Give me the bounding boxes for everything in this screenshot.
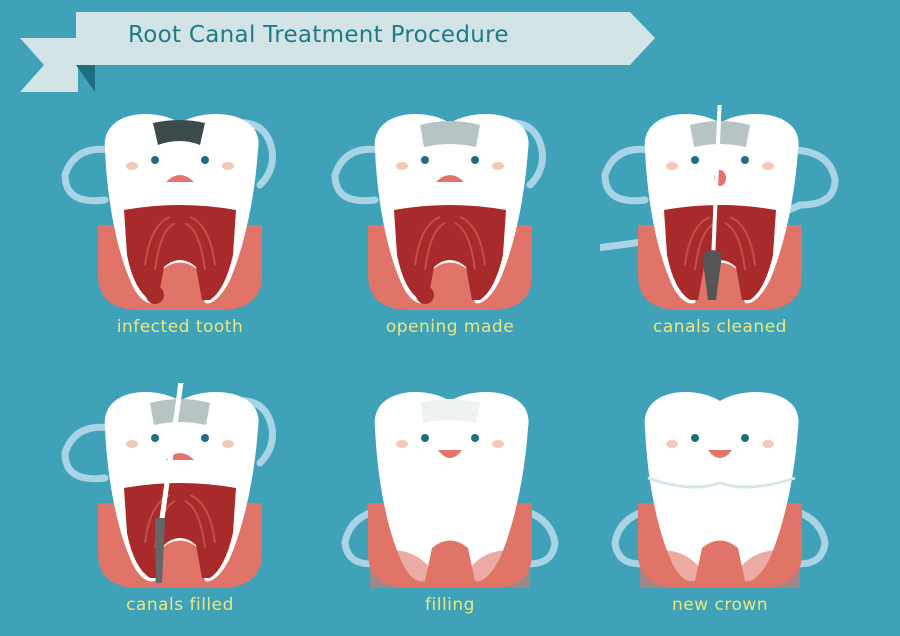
left-eye [151, 156, 159, 164]
left-eye [691, 156, 699, 164]
left-eye [691, 434, 699, 442]
filler [157, 383, 184, 534]
opened-tooth-icon [331, 113, 546, 310]
left-eye [421, 434, 429, 442]
right-cheek [762, 162, 774, 170]
step-label: canals cleaned [653, 317, 787, 337]
step-infected-tooth: infected tooth [60, 105, 300, 345]
left-arm [61, 145, 114, 205]
filling [420, 399, 480, 423]
step-filling: filling [330, 383, 570, 623]
cavity [153, 120, 205, 145]
crowned-tooth-icon [611, 391, 829, 588]
gum-front [640, 550, 800, 588]
left-cheek [396, 162, 408, 170]
left-eye [421, 156, 429, 164]
right-eye [741, 156, 749, 164]
cleaned-canals-tooth-icon [600, 105, 839, 310]
right-eye [471, 434, 479, 442]
step-new-crown: new crown [600, 383, 840, 623]
pulp [124, 483, 236, 578]
step-label: opening made [385, 317, 515, 337]
right-eye [201, 156, 209, 164]
right-eye [471, 156, 479, 164]
left-cheek [666, 440, 678, 448]
file-tip [702, 250, 722, 300]
abscess [416, 286, 434, 304]
page-title: Root Canal Treatment Procedure [128, 22, 509, 48]
left-cheek [396, 440, 408, 448]
mouth [166, 175, 194, 182]
left-eye [151, 434, 159, 442]
right-eye [201, 434, 209, 442]
step-canals-filled: canals filled [60, 383, 300, 623]
step-label: infected tooth [116, 317, 244, 337]
opening [150, 399, 210, 425]
filled-tooth-icon [341, 391, 559, 588]
pulp [664, 205, 776, 300]
gutta-percha [155, 518, 165, 583]
crown-line [647, 476, 796, 489]
step-label: canals filled [126, 595, 234, 615]
title-banner [20, 12, 655, 92]
mouth [708, 450, 732, 458]
gum-front [370, 550, 530, 588]
step-label: new crown [671, 595, 769, 615]
left-arm [601, 145, 654, 205]
left-arm [61, 423, 114, 483]
right-cheek [762, 440, 774, 448]
left-cheek [126, 440, 138, 448]
filled-canals-tooth-icon [61, 383, 276, 588]
pulp-nerves [414, 216, 486, 271]
opening [420, 121, 480, 147]
right-cheek [492, 162, 504, 170]
pulp [394, 205, 506, 300]
left-cheek [666, 162, 678, 170]
right-eye [741, 434, 749, 442]
step-label: filling [425, 595, 475, 615]
pulp-nerves [144, 216, 216, 271]
tooth-body [374, 391, 529, 582]
tooth-body [644, 391, 799, 582]
infected-tooth-icon [61, 113, 276, 310]
mouth [438, 450, 462, 458]
step-canals-cleaned: canals cleaned [600, 105, 840, 345]
left-arm [331, 145, 384, 205]
step-opening-made: opening made [330, 105, 570, 345]
right-cheek [222, 162, 234, 170]
abscess [146, 286, 164, 304]
left-cheek [126, 162, 138, 170]
right-cheek [492, 440, 504, 448]
pulp [124, 205, 236, 300]
right-cheek [222, 440, 234, 448]
mouth [436, 175, 464, 182]
pulp-nerves [684, 216, 756, 271]
